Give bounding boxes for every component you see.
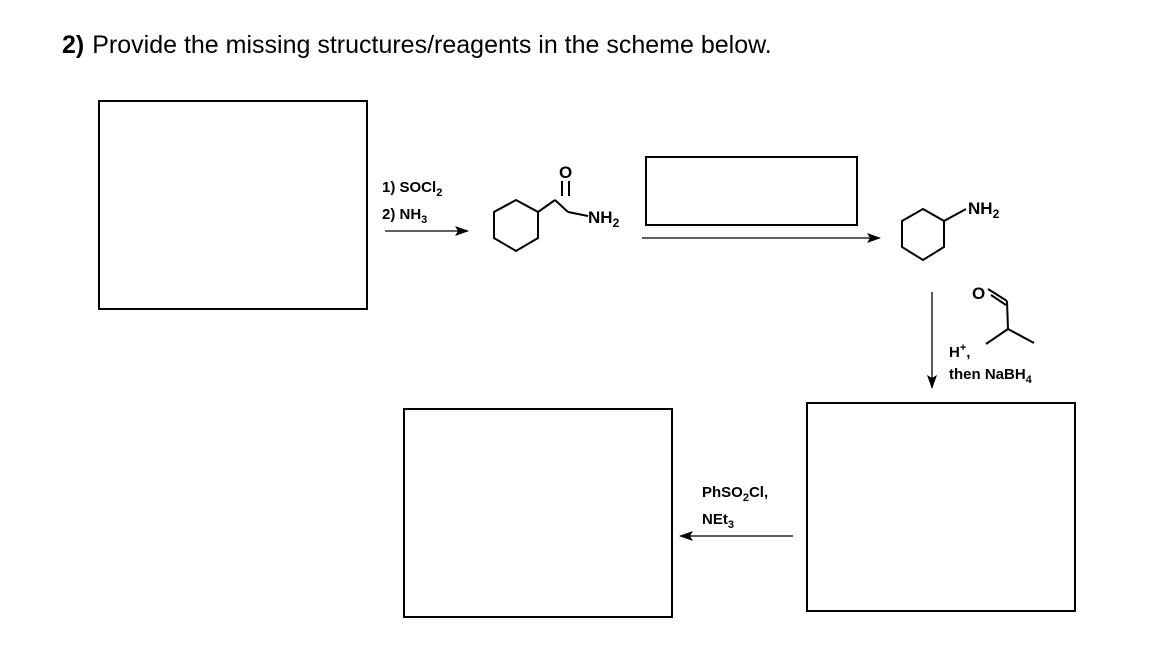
question-prompt: 2)Provide the missing structures/reagent…: [62, 28, 772, 62]
isobutyraldehyde-structure: [985, 288, 1035, 345]
starting-material-answer-box[interactable]: [98, 100, 368, 310]
reagent-answer-box[interactable]: [645, 156, 858, 226]
cyclohexylamine-structure: [901, 207, 967, 262]
sulfonamide-product-answer-box[interactable]: [403, 408, 673, 618]
aldehyde-oxygen-label: O: [972, 284, 985, 303]
step1-reagents: 1) SOCl2 2) NH3: [382, 179, 443, 226]
amine-nh2-label: NH2: [968, 199, 1000, 221]
cyclohexane-ring: [493, 198, 539, 253]
question-text: Provide the missing structures/reagents …: [92, 31, 772, 59]
question-number: 2): [62, 31, 85, 59]
reductive-amination-product-answer-box[interactable]: [806, 402, 1076, 612]
amide-oxygen-label: O: [559, 163, 572, 182]
step3-reagents: H+, then NaBH4: [949, 342, 1032, 386]
step4-reagents: PhSO2Cl, NEt3: [702, 484, 769, 531]
cyclohexanecarboxamide-structure: [493, 181, 589, 253]
amide-nh2-label: NH2: [588, 208, 620, 230]
cyclohexane-ring: [901, 207, 945, 262]
